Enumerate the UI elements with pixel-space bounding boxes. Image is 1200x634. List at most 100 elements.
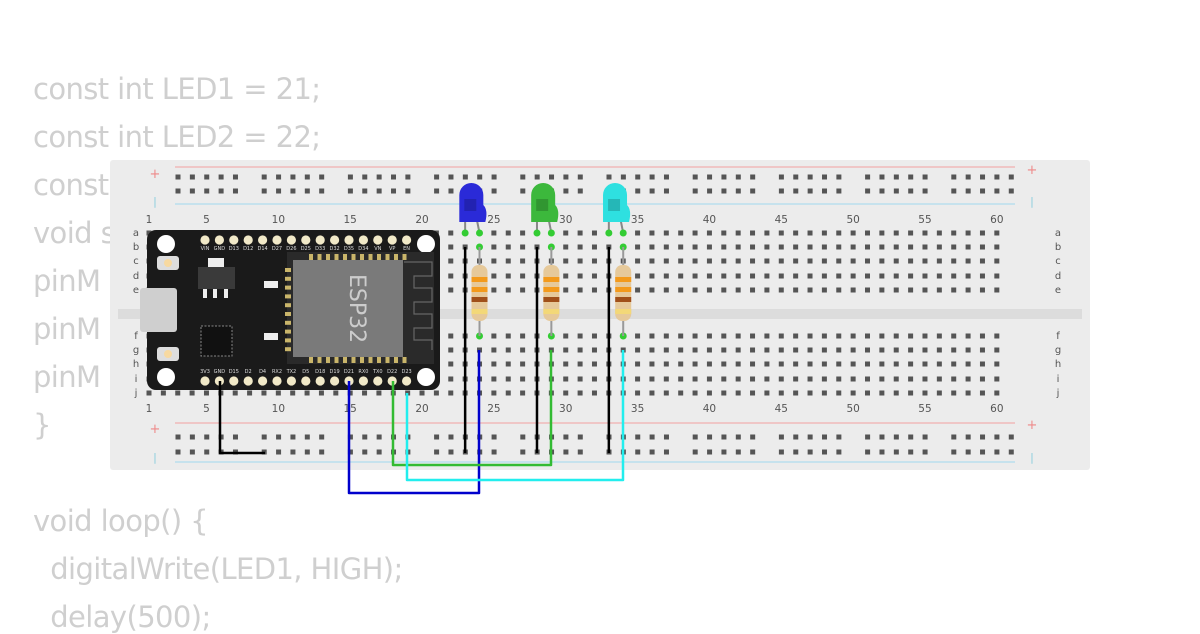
rail-hole[interactable] (304, 434, 310, 440)
wire-led1[interactable] (347, 350, 481, 495)
breadboard-hole[interactable] (850, 258, 856, 264)
breadboard-hole[interactable] (577, 333, 583, 339)
breadboard-hole[interactable] (721, 376, 727, 382)
breadboard-hole[interactable] (735, 244, 741, 250)
rail-hole[interactable] (204, 434, 210, 440)
breadboard-hole[interactable] (807, 361, 813, 367)
pin-d5[interactable] (301, 376, 311, 386)
breadboard-hole[interactable] (635, 376, 641, 382)
breadboard-hole[interactable] (821, 333, 827, 339)
breadboard-hole[interactable] (836, 230, 842, 236)
breadboard-hole[interactable] (807, 258, 813, 264)
breadboard-hole[interactable] (778, 333, 784, 339)
breadboard-hole[interactable] (764, 347, 770, 353)
breadboard-hole[interactable] (979, 287, 985, 293)
breadboard-hole[interactable] (793, 273, 799, 279)
breadboard-hole[interactable] (836, 376, 842, 382)
rail-hole[interactable] (865, 449, 871, 455)
rail-hole[interactable] (879, 434, 885, 440)
breadboard-hole[interactable] (433, 390, 439, 396)
breadboard-hole[interactable] (692, 361, 698, 367)
breadboard-hole[interactable] (764, 287, 770, 293)
breadboard-hole[interactable] (635, 258, 641, 264)
rail-hole[interactable] (836, 449, 842, 455)
rail-hole[interactable] (534, 174, 540, 180)
breadboard-hole[interactable] (635, 361, 641, 367)
breadboard-hole[interactable] (692, 347, 698, 353)
breadboard-hole[interactable] (893, 287, 899, 293)
breadboard-hole[interactable] (951, 361, 957, 367)
rail-hole[interactable] (362, 434, 368, 440)
breadboard-hole[interactable] (908, 258, 914, 264)
breadboard-hole[interactable] (879, 361, 885, 367)
rail-hole[interactable] (405, 174, 411, 180)
pin-d26[interactable] (286, 235, 296, 245)
breadboard-hole[interactable] (936, 361, 942, 367)
breadboard-hole[interactable] (505, 287, 511, 293)
breadboard-hole[interactable] (879, 230, 885, 236)
breadboard-hole[interactable] (908, 230, 914, 236)
breadboard-hole[interactable] (807, 287, 813, 293)
rail-hole[interactable] (707, 188, 713, 194)
rail-hole[interactable] (735, 449, 741, 455)
breadboard-hole[interactable] (591, 361, 597, 367)
breadboard-hole[interactable] (764, 273, 770, 279)
rail-hole[interactable] (1008, 188, 1014, 194)
rail-hole[interactable] (635, 188, 641, 194)
breadboard-hole[interactable] (563, 333, 569, 339)
rail-hole[interactable] (434, 174, 440, 180)
pin-vn[interactable] (373, 235, 383, 245)
rail-hole[interactable] (189, 434, 195, 440)
rail-hole[interactable] (908, 188, 914, 194)
rail-hole[interactable] (276, 434, 282, 440)
pin-d19[interactable] (330, 376, 340, 386)
breadboard-hole[interactable] (750, 287, 756, 293)
rail-hole[interactable] (879, 174, 885, 180)
breadboard-hole[interactable] (750, 244, 756, 250)
breadboard-hole[interactable] (951, 390, 957, 396)
pin-d15[interactable] (229, 376, 239, 386)
breadboard-hole[interactable] (979, 333, 985, 339)
rail-hole[interactable] (893, 449, 899, 455)
breadboard-hole[interactable] (836, 347, 842, 353)
rail-hole[interactable] (218, 188, 224, 194)
breadboard-hole[interactable] (692, 390, 698, 396)
breadboard-hole[interactable] (692, 244, 698, 250)
rail-hole[interactable] (304, 174, 310, 180)
breadboard-hole[interactable] (505, 347, 511, 353)
pin-d33[interactable] (315, 235, 325, 245)
rail-hole[interactable] (807, 449, 813, 455)
breadboard-hole[interactable] (721, 347, 727, 353)
breadboard-hole[interactable] (419, 390, 425, 396)
breadboard-hole[interactable] (850, 361, 856, 367)
breadboard-hole[interactable] (922, 390, 928, 396)
rail-hole[interactable] (994, 188, 1000, 194)
rail-hole[interactable] (391, 188, 397, 194)
breadboard-hole[interactable] (563, 347, 569, 353)
led-blue[interactable] (459, 183, 487, 222)
breadboard-hole[interactable] (735, 376, 741, 382)
rail-hole[interactable] (707, 174, 713, 180)
breadboard-hole[interactable] (160, 390, 166, 396)
breadboard-hole[interactable] (994, 361, 1000, 367)
breadboard-hole[interactable] (836, 361, 842, 367)
rail-hole[interactable] (836, 174, 842, 180)
rail-hole[interactable] (807, 434, 813, 440)
breadboard-hole[interactable] (908, 376, 914, 382)
breadboard-hole[interactable] (764, 333, 770, 339)
breadboard-hole[interactable] (591, 376, 597, 382)
breadboard-hole[interactable] (735, 347, 741, 353)
rail-hole[interactable] (1008, 434, 1014, 440)
breadboard-hole[interactable] (721, 273, 727, 279)
rail-hole[interactable] (434, 449, 440, 455)
breadboard-hole[interactable] (821, 361, 827, 367)
breadboard-hole[interactable] (706, 347, 712, 353)
breadboard-hole[interactable] (304, 390, 310, 396)
rail-hole[interactable] (1008, 174, 1014, 180)
breadboard-hole[interactable] (706, 390, 712, 396)
breadboard-hole[interactable] (706, 273, 712, 279)
breadboard-hole[interactable] (965, 390, 971, 396)
breadboard-hole[interactable] (951, 273, 957, 279)
breadboard-hole[interactable] (750, 347, 756, 353)
